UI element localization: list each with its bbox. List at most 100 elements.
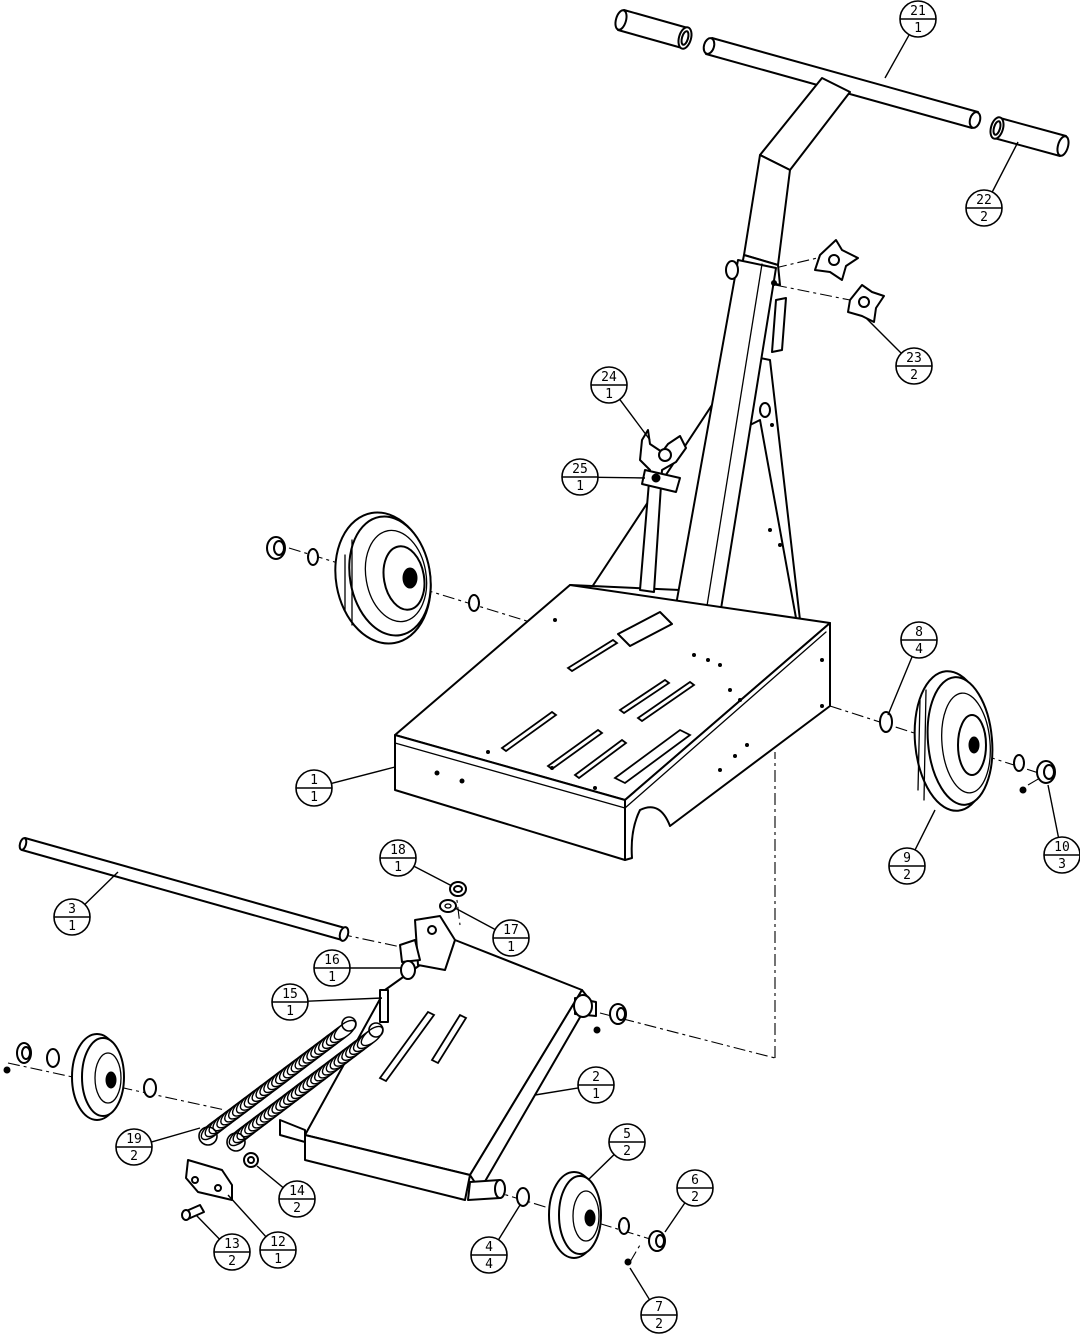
item-number: 13 [224,1237,240,1252]
handle-grip-right [989,116,1070,157]
leader-line [991,141,1019,193]
leader-line [629,1267,651,1301]
item-number: 21 [910,4,926,19]
item-number: 10 [1054,840,1070,855]
balloon-callout-17: 171 [454,907,530,957]
item-quantity: 2 [655,1317,663,1332]
item-quantity: 1 [310,790,318,805]
balloon-callout-14: 142 [256,1165,316,1218]
washer-rear-left-inner [468,594,480,612]
item-quantity: 1 [394,860,402,875]
balloon-callout-12: 121 [227,1194,297,1269]
item-number: 16 [324,953,340,968]
handle-bar [702,37,982,129]
item-number: 24 [601,370,617,385]
item-quantity: 2 [691,1190,699,1205]
wrench-clip [641,469,681,493]
cotter-pin-plate [593,1026,601,1034]
item-quantity: 1 [605,387,613,402]
item-number: 5 [623,1127,631,1142]
item-quantity: 2 [130,1149,138,1164]
leader-line [256,1165,284,1189]
balloon-callout-7: 72 [629,1267,678,1334]
item-quantity: 1 [507,940,515,955]
balloon-callout-25: 251 [561,458,646,496]
item-number: 2 [592,1070,600,1085]
balloon-callout-8: 84 [887,621,938,716]
wheel-front-left [71,1033,125,1121]
axle-rod [18,837,350,942]
cotter-pin-front-right [624,1258,632,1266]
nut-front-left [16,1042,32,1064]
leader-line [84,871,119,905]
nut-front-right [648,1230,666,1252]
balloon-callout-24: 241 [590,366,651,441]
nut-plate-right [609,1003,627,1025]
spring-left [198,1016,357,1146]
item-number: 7 [655,1300,663,1315]
item-quantity: 2 [910,368,918,383]
spring-right [226,1022,384,1152]
item-number: 12 [270,1235,286,1250]
clamp-block [185,1159,233,1201]
washer-rear-right-inner [879,711,893,733]
item-quantity: 4 [915,642,923,657]
leader-line [534,1087,579,1096]
leader-line [227,1194,267,1238]
balloon-callout-6: 62 [664,1169,714,1233]
washer-front-left-outer [46,1048,60,1068]
part-callouts: 1121314452627284921031211321421511611711… [53,0,1080,1334]
item-quantity: 1 [576,479,584,494]
item-quantity: 2 [980,210,988,225]
item-number: 15 [282,987,298,1002]
item-number: 17 [503,923,519,938]
leader-line [454,907,496,931]
item-number: 25 [572,462,588,477]
washer-front-right-inner [516,1187,530,1207]
leader-line [597,476,646,479]
balloon-callout-4: 44 [470,1204,521,1274]
nut-top-18 [449,881,467,897]
item-quantity: 1 [286,1004,294,1019]
leader-line [413,865,453,887]
item-number: 18 [390,843,406,858]
balloon-callout-16: 161 [313,949,402,987]
leader-line [331,766,396,785]
balloon-callout-13: 132 [195,1214,251,1271]
washer-front-left-inner [143,1078,157,1098]
leader-line [195,1214,220,1240]
item-quantity: 1 [68,919,76,934]
nut-14 [243,1152,259,1168]
leader-line [884,34,910,79]
item-quantity: 1 [914,21,922,36]
leader-line [664,1202,686,1233]
leader-line [914,809,936,851]
cotter-pin-front-left [3,1066,11,1074]
balloon-callout-9: 92 [888,809,936,885]
item-quantity: 1 [274,1252,282,1267]
balloon-callout-15: 151 [271,983,383,1021]
balloon-callout-3: 31 [53,871,119,936]
item-number: 6 [691,1173,699,1188]
balloon-callout-2: 21 [534,1066,615,1104]
item-quantity: 1 [592,1087,600,1102]
nut-rear-right [1036,760,1056,784]
cap-screw [181,1204,205,1221]
leader-line [497,1204,521,1241]
item-number: 9 [903,851,911,866]
item-quantity: 2 [903,868,911,883]
leader-line [307,997,383,1002]
leader-line [1047,784,1060,838]
spacer-bushing [400,960,416,980]
item-number: 3 [68,902,76,917]
wheel-rear-right [913,670,994,812]
handle-grip-left [614,9,693,50]
item-number: 14 [289,1184,305,1199]
nut-rear-left [266,536,286,560]
item-quantity: 2 [623,1144,631,1159]
balloon-callout-1: 11 [295,766,396,807]
item-number: 1 [310,773,318,788]
item-quantity: 1 [328,970,336,985]
leader-line [865,317,902,354]
